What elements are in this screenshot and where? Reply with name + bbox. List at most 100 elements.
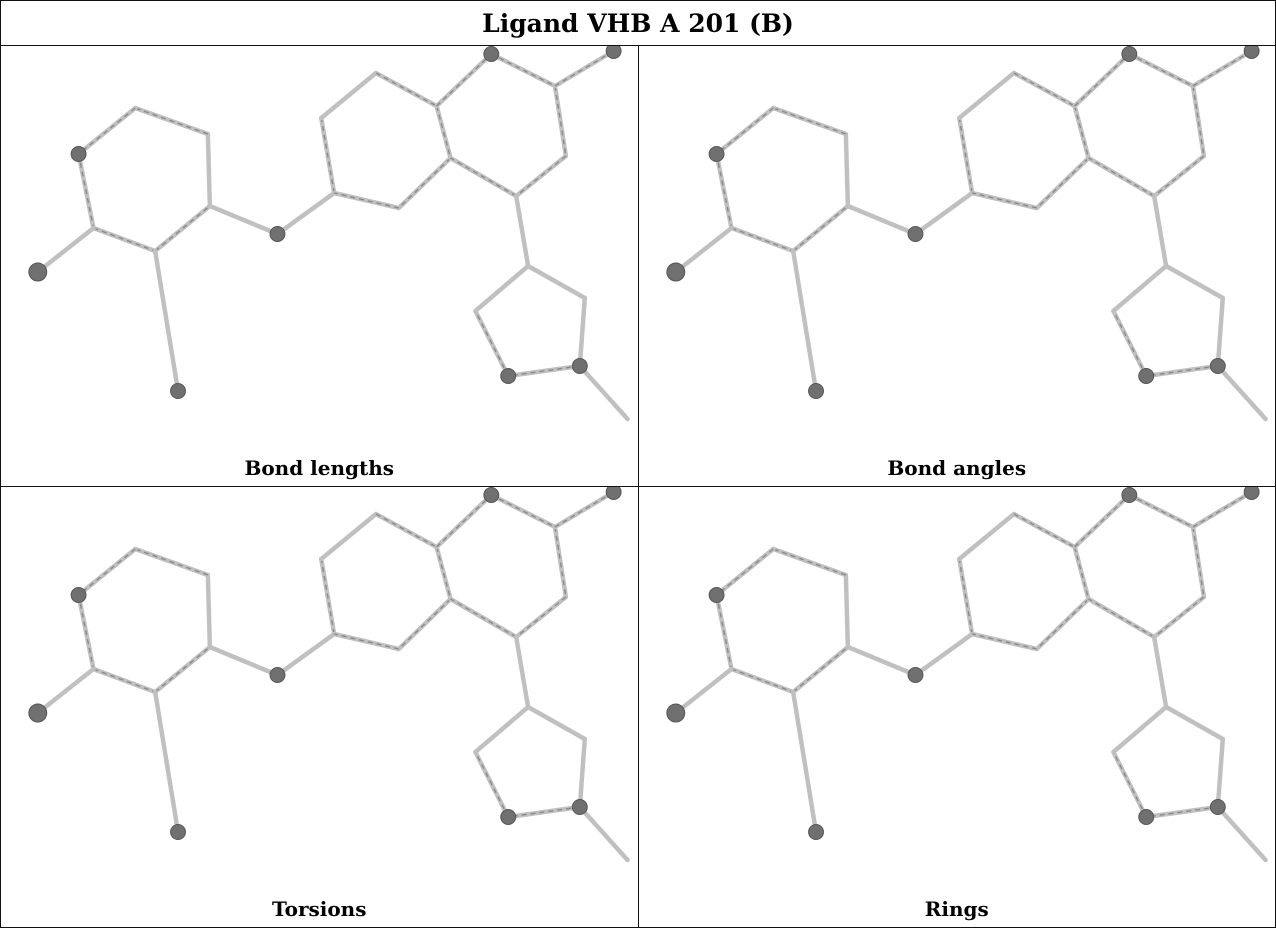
bond xyxy=(1215,804,1268,863)
panel-torsions: Torsions xyxy=(0,486,639,928)
aromatic-bond-dash xyxy=(554,491,614,528)
aromatic-bond-dash xyxy=(971,192,1037,209)
bond xyxy=(1151,634,1168,710)
aromatic-bond-dash xyxy=(971,633,1037,650)
aromatic-bond-dash xyxy=(375,513,437,548)
atom xyxy=(708,587,725,603)
atom xyxy=(605,46,622,59)
atom xyxy=(1137,809,1154,825)
aromatic-bond-dash xyxy=(154,646,211,693)
bond xyxy=(525,263,588,301)
atom xyxy=(571,358,588,374)
aromatic-bond-dash xyxy=(1087,157,1155,197)
aromatic-bond-dash xyxy=(1128,53,1193,87)
bond xyxy=(1071,544,1091,602)
aromatic-bond-dash xyxy=(715,107,774,155)
aromatic-bond-dash xyxy=(78,548,136,596)
atom xyxy=(483,46,500,62)
bond xyxy=(845,203,918,237)
atom xyxy=(1120,487,1137,503)
atom xyxy=(500,809,517,825)
bond xyxy=(1215,295,1225,369)
aromatic-bond-dash xyxy=(554,85,567,157)
aromatic-bond-dash xyxy=(1112,751,1147,818)
bond xyxy=(275,631,337,678)
bond xyxy=(434,544,453,602)
aromatic-bond-dash xyxy=(78,107,136,155)
atom xyxy=(807,824,824,840)
atom xyxy=(70,587,87,603)
bond xyxy=(434,103,453,161)
aromatic-bond-dash xyxy=(450,598,517,638)
aromatic-bond-dash xyxy=(450,157,517,197)
aromatic-bond-dash xyxy=(772,548,846,576)
bond xyxy=(1151,193,1168,269)
aromatic-bond-dash xyxy=(474,310,509,377)
atom xyxy=(28,262,48,282)
aromatic-bond-dash xyxy=(715,594,732,670)
aromatic-bond-dash xyxy=(1073,53,1130,107)
bond xyxy=(843,131,850,209)
bond xyxy=(673,666,734,716)
aromatic-bond-dash xyxy=(1128,494,1193,528)
atom xyxy=(1209,799,1226,815)
aromatic-bond-dash xyxy=(77,153,95,229)
atom xyxy=(1137,368,1154,384)
bond xyxy=(513,634,531,710)
molecule-diagram xyxy=(28,487,630,863)
aromatic-bond-dash xyxy=(1035,157,1089,209)
aromatic-bond-dash xyxy=(515,596,567,638)
bond xyxy=(207,203,280,237)
panel-caption: Bond angles xyxy=(887,456,1027,480)
aromatic-bond-dash xyxy=(154,205,211,252)
aromatic-bond-dash xyxy=(320,558,335,635)
aromatic-bond-dash xyxy=(436,494,492,548)
aromatic-bond-dash xyxy=(135,107,209,135)
panel-caption: Torsions xyxy=(272,897,367,921)
bond xyxy=(1163,704,1225,742)
atom xyxy=(500,368,517,384)
atom xyxy=(70,146,87,162)
bond xyxy=(1163,263,1225,301)
panel-rings: Rings xyxy=(637,486,1276,928)
aromatic-bond-dash xyxy=(792,205,848,252)
atom xyxy=(170,383,186,399)
bond xyxy=(1215,363,1268,422)
bond xyxy=(152,248,181,394)
atom xyxy=(28,703,48,723)
bond xyxy=(319,511,379,562)
bond xyxy=(1071,103,1091,161)
atom xyxy=(665,703,685,723)
bond xyxy=(473,263,531,314)
bond xyxy=(207,644,280,678)
aromatic-bond-dash xyxy=(77,594,95,670)
aromatic-bond-dash xyxy=(515,155,567,197)
bond xyxy=(152,689,181,835)
bond xyxy=(577,804,630,863)
aromatic-bond-dash xyxy=(1013,513,1075,548)
bond xyxy=(577,736,588,810)
bond xyxy=(319,70,379,121)
aromatic-bond-dash xyxy=(320,117,335,194)
aromatic-bond-dash xyxy=(1191,526,1205,598)
bond xyxy=(577,363,630,422)
bond xyxy=(845,644,918,678)
molecule-diagram xyxy=(665,487,1268,863)
molecule-diagram xyxy=(665,46,1268,422)
molecule-diagram xyxy=(28,46,630,422)
atom xyxy=(269,667,286,683)
bond xyxy=(1215,736,1225,810)
atom xyxy=(1243,46,1260,59)
panel-caption: Bond lengths xyxy=(244,456,395,480)
aromatic-bond-dash xyxy=(792,646,848,693)
atom xyxy=(170,824,186,840)
panel-bond-lengths: Bond lengths xyxy=(0,45,639,487)
aromatic-bond-dash xyxy=(93,227,156,252)
bond xyxy=(35,225,96,275)
bond xyxy=(35,666,96,716)
bond xyxy=(513,193,531,269)
aromatic-bond-dash xyxy=(554,50,614,87)
panel-caption: Rings xyxy=(924,897,989,921)
